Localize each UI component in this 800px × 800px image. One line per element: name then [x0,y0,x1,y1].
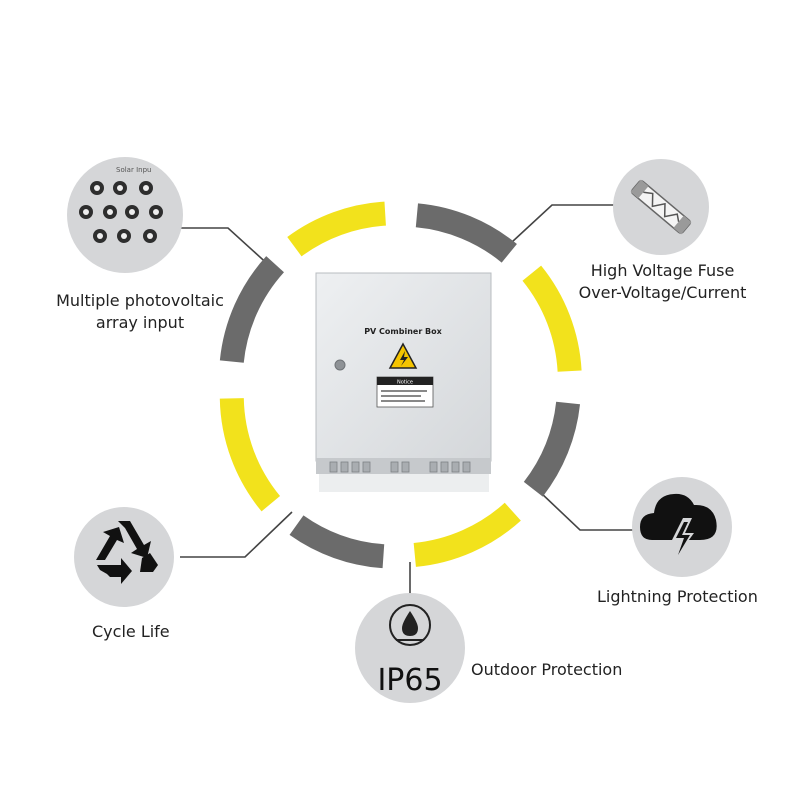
label-fuse-line1: High Voltage Fuse [590,261,735,280]
notice-header [377,377,433,385]
pv-input-circle: Solar Inpu [67,157,183,273]
ring-segment-yellow-bottom-right [413,502,521,567]
label-fuse-line2: Over-Voltage/Current [578,283,747,302]
label-pv-input-line1: Multiple photovoltaic [56,291,224,310]
pv-input-image-text: Solar Inpu [116,166,151,174]
connector-lines [180,204,636,600]
ring-segment-gray-lower-right [523,401,581,497]
ring-segment-gray-upper-left [219,256,285,364]
connector-cycle [180,511,293,558]
label-pv-input-line2: array input [95,313,185,332]
label-cycle: Cycle Life [92,622,170,641]
box-shadow [319,474,489,492]
high-voltage-warning-icon [388,342,418,369]
ring-segment-gray-top-right [415,203,517,263]
outdoor-circle: IP65 [355,593,465,703]
cable-glands [329,461,471,473]
ring-segment-yellow-top-left [287,201,387,257]
water-drop-icon [389,604,431,646]
notice-line-3 [381,400,425,402]
ring-segment-yellow-left [219,397,281,512]
label-fuse: High Voltage Fuse Over-Voltage/Current [560,260,765,304]
product-title: PV Combiner Box [364,327,442,336]
lock-knob [334,359,346,371]
label-pv-input: Multiple photovoltaic array input [40,290,240,334]
segmented-ring [219,201,582,569]
lightning-cloud-icon [640,493,717,562]
ip65-badge: IP65 [377,663,442,698]
fuse-icon [630,179,692,235]
notice-line-2 [381,395,421,397]
connector-fuse [511,204,620,243]
notice-line-1 [381,390,427,392]
ring-segment-yellow-right [522,265,582,373]
recycle-icon [96,521,158,584]
pv-combiner-box [315,272,492,492]
connector-pv-input [180,227,273,269]
ring-segment-gray-bottom-left [289,515,385,569]
notice-title: Notice [397,380,413,386]
cycle-circle [74,507,174,607]
lightning-circle [632,477,732,577]
label-outdoor: Outdoor Protection [471,660,623,679]
label-lightning: Lightning Protection [597,587,758,606]
fuse-circle [613,159,709,255]
connector-lightning [539,491,636,531]
